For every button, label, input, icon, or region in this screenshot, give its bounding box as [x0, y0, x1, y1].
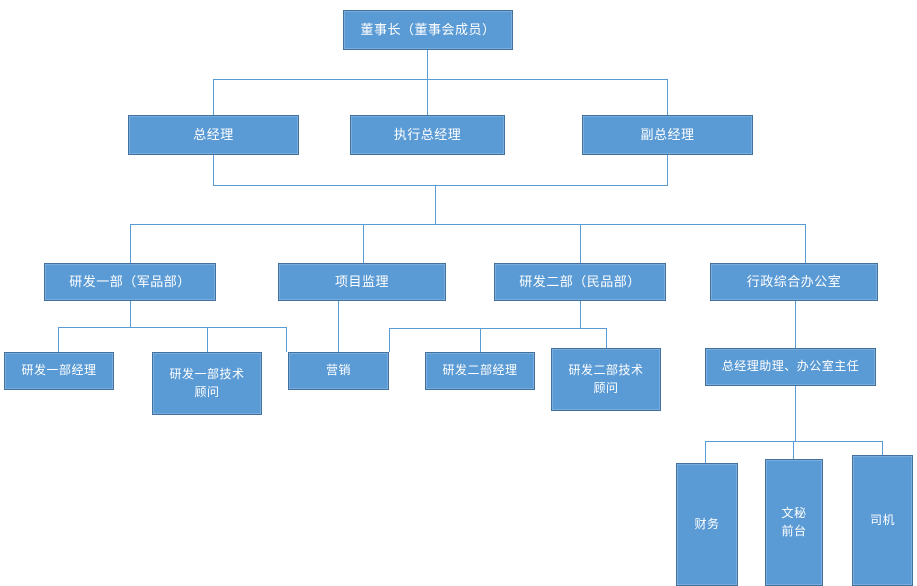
connector-level3-bus: [130, 224, 806, 225]
connector-drop-rd2-manager: [480, 328, 481, 352]
node-executive-general-manager[interactable]: 执行总经理: [350, 115, 505, 155]
connector-admin-office-stem: [795, 301, 796, 348]
node-rd2-manager[interactable]: 研发二部经理: [425, 352, 535, 390]
connector-drop-rd2-tech-advisor: [606, 328, 607, 348]
node-chairman[interactable]: 董事长（董事会成员）: [343, 10, 513, 50]
connector-gm-assistant-stem: [795, 386, 796, 441]
connector-level2-bus: [213, 79, 668, 80]
node-deputy-general-manager[interactable]: 副总经理: [582, 115, 753, 155]
connector-deputy-general-manager-stem: [667, 155, 668, 185]
connector-project-supervision-stem: [338, 301, 339, 352]
connector-drop-general-manager: [213, 79, 214, 115]
connector-drop-rd-dept-1: [130, 224, 131, 263]
connector-level2-merge-bus: [213, 185, 668, 186]
connector-drop-rd1-tech-advisor: [207, 327, 208, 352]
connector-drop-marketing-left: [286, 327, 287, 352]
connector-bottom-bus: [705, 441, 883, 442]
node-project-supervision[interactable]: 项目监理: [278, 263, 446, 301]
node-rd-dept-1[interactable]: 研发一部（军品部）: [44, 263, 216, 301]
node-rd2-tech-advisor[interactable]: 研发二部技术 顾问: [551, 348, 661, 411]
connector-rd-dept-1-bus: [58, 327, 286, 328]
node-admin-office[interactable]: 行政综合办公室: [710, 263, 878, 301]
connector-rd-dept-2-bus: [389, 328, 606, 329]
connector-drop-executive-general-manager: [427, 79, 428, 115]
connector-drop-driver: [882, 441, 883, 455]
node-general-manager[interactable]: 总经理: [128, 115, 299, 155]
node-rd-dept-2[interactable]: 研发二部（民品部）: [494, 263, 666, 301]
connector-drop-secretary-reception: [793, 441, 794, 459]
node-secretary-reception[interactable]: 文秘 前台: [765, 459, 823, 586]
connector-drop-rd-dept-2-left: [389, 328, 390, 352]
connector-drop-admin-office: [805, 224, 806, 263]
connector-rd-dept-2-stem: [580, 301, 581, 328]
connector-drop-project-supervision: [363, 224, 364, 263]
connector-drop-rd1-manager: [58, 327, 59, 352]
node-gm-assistant-office-director[interactable]: 总经理助理、办公室主任: [705, 348, 876, 386]
connector-drop-rd-dept-2: [580, 224, 581, 263]
connector-rd-dept-1-stem: [130, 301, 131, 327]
connector-drop-finance: [705, 441, 706, 463]
connector-level3-stem: [435, 185, 436, 224]
connector-general-manager-stem: [213, 155, 214, 185]
connector-drop-deputy-general-manager: [667, 79, 668, 115]
node-rd1-tech-advisor[interactable]: 研发一部技术 顾问: [152, 352, 262, 415]
node-marketing[interactable]: 营销: [288, 352, 389, 390]
node-finance[interactable]: 财务: [676, 463, 738, 586]
node-rd1-manager[interactable]: 研发一部经理: [4, 352, 114, 390]
connector-chairman-stem: [427, 50, 428, 79]
node-driver[interactable]: 司机: [852, 455, 913, 586]
